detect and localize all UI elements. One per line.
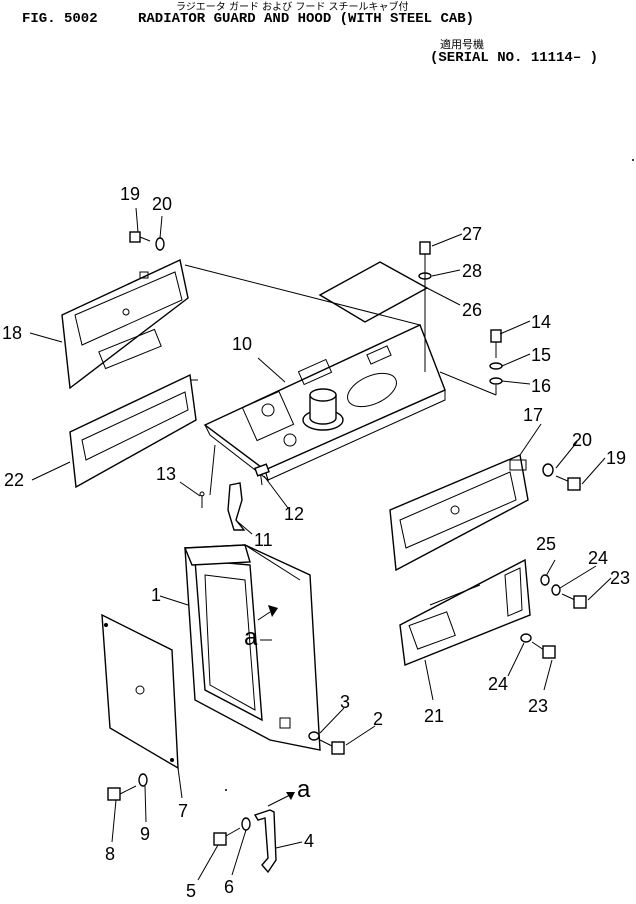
serial-number: (SERIAL NO. 11114– ) — [430, 50, 599, 66]
washer-15 — [489, 362, 503, 370]
callout-20-left: 20 — [152, 194, 172, 214]
figure-title: RADIATOR GUARD AND HOOD (WITH STEEL CAB) — [138, 11, 475, 27]
callout-5: 5 — [186, 881, 196, 901]
reference-arrow-a-upper — [257, 605, 278, 621]
callout-15: 15 — [531, 345, 551, 365]
callout-16: 16 — [531, 376, 551, 396]
side-cover-left-upper — [61, 258, 189, 390]
side-cover-right-upper — [389, 454, 529, 572]
serial-label-japanese: 適用号機 — [440, 38, 484, 51]
reference-a-lower: a — [297, 776, 311, 803]
callout-26: 26 — [462, 300, 482, 320]
bolt-23-upper — [561, 593, 587, 609]
callout-leaders — [29, 207, 612, 881]
hood-panel — [203, 324, 446, 496]
callout-11: 11 — [254, 530, 273, 550]
callout-17: 17 — [523, 405, 543, 425]
pin — [199, 491, 205, 508]
callout-3: 3 — [340, 692, 350, 712]
washer-24-upper — [551, 584, 561, 596]
callout-2: 2 — [373, 709, 383, 729]
title-japanese: ラジエータ ガード および フード スチールキャブ付 — [176, 2, 409, 13]
callout-22: 22 — [4, 470, 24, 490]
bolt-14 — [490, 329, 502, 358]
washer-3 — [308, 731, 320, 741]
callout-19-left: 19 — [120, 184, 140, 204]
washer-16 — [489, 377, 503, 385]
callout-19-right: 19 — [606, 448, 626, 468]
figure-number: FIG. 5002 — [22, 11, 98, 27]
bolt-19-right — [555, 475, 581, 491]
callout-25: 25 — [536, 534, 556, 554]
hinge-bolt — [254, 463, 270, 477]
callout-18: 18 — [2, 323, 22, 343]
callout-24-lower: 24 — [488, 674, 508, 694]
callout-10: 10 — [232, 334, 252, 354]
callout-12: 12 — [284, 504, 304, 524]
callout-14: 14 — [531, 312, 551, 332]
washer-9 — [138, 773, 148, 787]
callout-13: 13 — [156, 464, 176, 484]
washer-20-right — [542, 463, 554, 477]
reference-a-upper: a — [244, 624, 258, 651]
callout-8: 8 — [105, 844, 115, 864]
side-cover-right-lower — [399, 558, 531, 666]
callout-23-upper: 23 — [610, 568, 630, 588]
callout-6: 6 — [224, 877, 234, 897]
lower-screen-panel — [101, 613, 179, 770]
reference-arrow-a-lower — [267, 792, 295, 807]
callout-1: 1 — [151, 585, 161, 605]
bolt-8 — [107, 785, 137, 801]
bolt-23-lower — [531, 641, 556, 659]
callout-28: 28 — [462, 261, 482, 281]
side-cover-left-lower — [69, 373, 198, 489]
washer-25 — [540, 574, 550, 586]
callout-24-upper: 24 — [588, 548, 608, 568]
latch — [227, 482, 246, 531]
callout-4: 4 — [304, 831, 314, 851]
callout-7: 7 — [178, 801, 188, 821]
callout-21: 21 — [424, 706, 444, 726]
stay-bracket — [253, 809, 277, 874]
washer-20-left — [155, 237, 165, 251]
callout-9: 9 — [140, 824, 150, 844]
callout-27: 27 — [462, 224, 482, 244]
washer-24-lower — [520, 633, 532, 643]
callout-23-lower: 23 — [528, 696, 548, 716]
bolt-19-left — [129, 231, 151, 243]
bolt-5 — [213, 827, 241, 846]
callout-20-right: 20 — [572, 430, 592, 450]
bolt-2 — [319, 739, 345, 755]
radiator-guard-frame — [183, 544, 321, 751]
bolt-27 — [419, 241, 431, 270]
washer-6 — [241, 817, 251, 831]
